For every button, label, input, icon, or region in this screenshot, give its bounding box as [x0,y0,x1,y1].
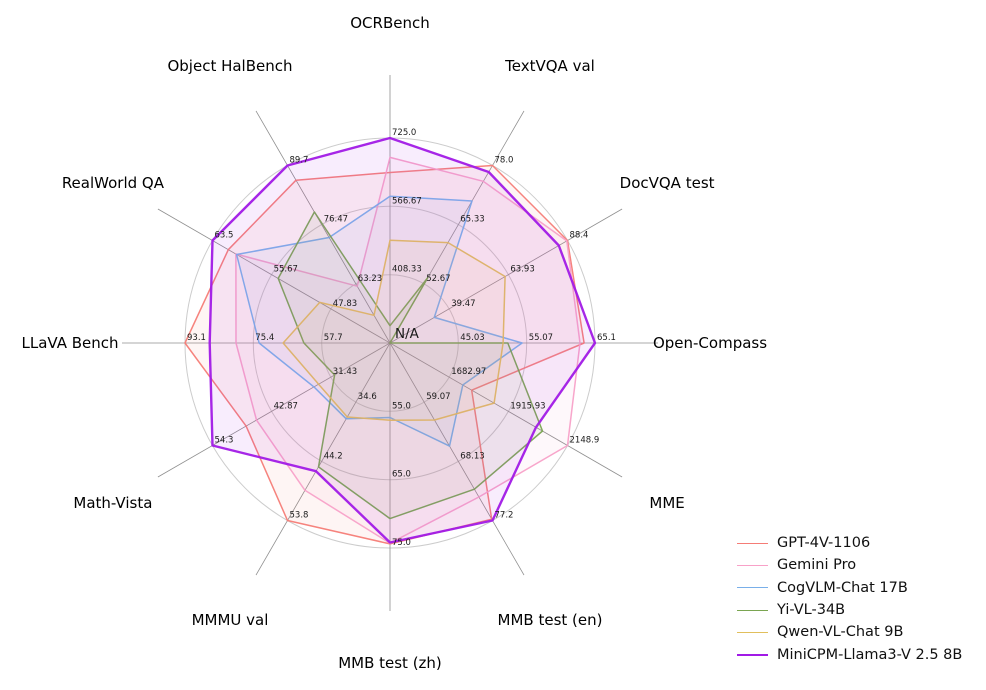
tick-label: 65.0 [392,470,411,480]
axis-label-textvqa-val: TextVQA val [504,57,595,75]
axis-spoke [157,342,391,478]
tick-label: 88.4 [570,231,589,241]
legend-line-swatch [737,542,768,544]
legend-label: MiniCPM-Llama3-V 2.5 8B [777,646,963,663]
tick-label: 75.4 [255,333,274,343]
axis-label-ocrbench: OCRBench [350,14,429,32]
legend-line-swatch [737,609,768,611]
tick-label: 52.67 [426,274,450,284]
legend-line-swatch [737,564,768,566]
tick-label: 54.3 [215,436,234,446]
series-minicpm-llama3-v-2-5-8b [208,136,597,544]
tick-label: 55.0 [392,401,411,411]
tick-label: 47.83 [333,299,357,309]
legend-label: Yi-VL-34B [777,602,846,619]
axis-label-realworld-qa: RealWorld QA [62,174,165,192]
tick-label: 53.8 [290,511,309,521]
series-yi-vl-34b [277,211,544,520]
tick-label: 65.33 [460,215,484,225]
axis-label-docvqa-test: DocVQA test [620,174,715,192]
tick-label: 31.43 [333,367,357,377]
legend-label: Gemini Pro [777,557,857,574]
axis-spoke [389,342,623,478]
axis-label-object-halbench: Object HalBench [167,57,292,75]
axis-spoke [255,342,391,576]
axis-label-mmmu-val: MMMU val [192,611,269,629]
tick-label: 1915.93 [510,401,545,411]
tick-label: 566.67 [392,196,422,206]
tick-label: 63.5 [215,231,234,241]
axis-spoke [389,342,525,576]
tick-label: 57.7 [324,333,343,343]
tick-label: 93.1 [187,333,206,343]
tick-label: 65.1 [597,333,616,343]
tick-label: 76.47 [324,215,348,225]
tick-label: 63.23 [358,274,382,284]
axis-spoke [255,110,391,344]
axis-spoke [389,208,623,344]
series-qwen-vl-chat-9b [282,239,506,421]
tick-label: 55.07 [529,333,553,343]
tick-label: 1682.97 [451,367,486,377]
legend-item-gemini-pro: Gemini Pro [737,554,962,576]
tick-label: 39.47 [451,299,475,309]
legend-label: GPT-4V-1106 [777,535,871,552]
tick-label: 44.2 [324,451,343,461]
tick-label: 45.03 [460,333,484,343]
tick-label: 59.07 [426,392,450,402]
tick-label: 63.93 [510,265,534,275]
axis-label-open-compass: Open-Compass [653,334,767,352]
tick-label: 77.2 [495,511,514,521]
axis-label-mmb-test-en: MMB test (en) [498,611,603,629]
tick-label: 78.0 [495,156,514,166]
tick-label: 725.0 [392,128,416,138]
tick-label: 89.7 [290,156,309,166]
legend-item-cogvlm-chat-17b: CogVLM-Chat 17B [737,577,962,599]
legend-item-qwen-vl-chat-9b: Qwen-VL-Chat 9B [737,621,962,643]
tick-label: 34.6 [358,392,377,402]
legend-label: CogVLM-Chat 17B [777,579,908,596]
axis-label-math-vista: Math-Vista [73,494,152,512]
legend-line-swatch [737,587,768,589]
tick-label: 68.13 [460,451,484,461]
series-cogvlm-chat-17b [235,195,523,447]
tick-label: 75.0 [392,538,411,548]
axis-label-mme: MME [649,494,684,512]
center-na-label: N/A [395,326,420,342]
tick-label: 408.33 [392,265,422,275]
legend-item-minicpm-llama3-v-2-5-8b: MiniCPM-Llama3-V 2.5 8B [737,643,962,665]
legend-item-gpt-4v-1106: GPT-4V-1106 [737,532,962,554]
axis-spoke [157,208,391,344]
tick-label: 2148.9 [570,436,600,446]
legend-label: Qwen-VL-Chat 9B [777,624,904,641]
legend-line-swatch [737,653,768,656]
tick-label: 42.87 [274,401,298,411]
axis-label-llava-bench: LLaVA Bench [21,334,118,352]
legend-item-yi-vl-34b: Yi-VL-34B [737,599,962,621]
legend-line-swatch [737,631,768,633]
tick-label: 55.67 [274,265,298,275]
axis-label-mmb-test-zh: MMB test (zh) [338,654,442,672]
